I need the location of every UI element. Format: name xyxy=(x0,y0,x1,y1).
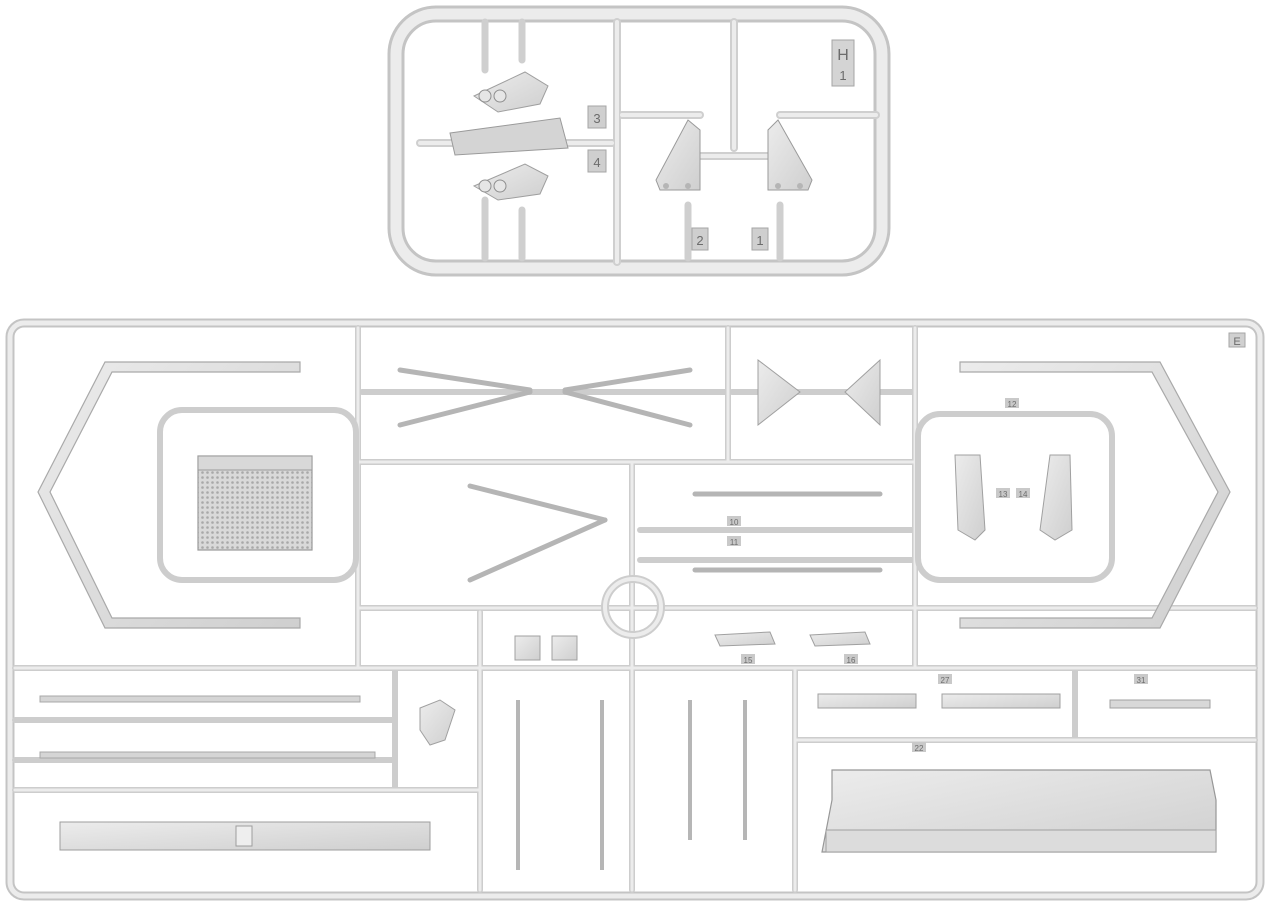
sprue-e-mesh-grille xyxy=(197,455,313,551)
sprue-h: 3 4 2 1 H 1 xyxy=(387,5,891,277)
part-number-12: 12 xyxy=(1008,400,1017,409)
part-number-2: 2 xyxy=(696,233,703,248)
sprue-e-number-tags: E 10 11 12 13 14 15 16 22 27 31 xyxy=(727,332,1246,753)
part-number-1: 1 xyxy=(756,233,763,248)
sprue-e-letter: E xyxy=(1233,336,1240,348)
sprue-e-rods xyxy=(397,367,883,583)
sprue-h-triangle-parts xyxy=(655,119,813,191)
part-number-11: 11 xyxy=(730,538,739,547)
sprue-h-marker: 1 xyxy=(839,68,846,83)
sprue-e-side-frame-left xyxy=(37,361,359,629)
part-number-3: 3 xyxy=(593,111,600,126)
sprue-e: E 10 11 12 13 14 15 16 22 27 31 xyxy=(5,318,1265,901)
sprue-h-number-tags: 3 4 2 1 H 1 xyxy=(587,39,855,251)
sprue-e-side-plates xyxy=(954,454,1073,541)
part-number-14: 14 xyxy=(1019,490,1028,499)
sprue-e-blade-part xyxy=(821,769,1217,853)
sprue-e-small-brackets xyxy=(419,631,1211,746)
sprue-h-letter: H xyxy=(837,47,849,64)
sprue-e-side-frame-right xyxy=(915,361,1231,629)
sprue-h-bracket-parts xyxy=(449,71,569,201)
sprue-e-long-bars xyxy=(39,695,431,851)
part-number-15: 15 xyxy=(744,656,753,665)
sprue-e-triangle-plates xyxy=(757,358,881,427)
part-number-27: 27 xyxy=(941,676,950,685)
part-number-16: 16 xyxy=(847,656,856,665)
part-number-31: 31 xyxy=(1137,676,1146,685)
sprue-e-ladder-parts xyxy=(516,700,747,870)
part-number-4: 4 xyxy=(593,155,600,170)
part-number-13: 13 xyxy=(999,490,1008,499)
part-number-22: 22 xyxy=(915,744,924,753)
part-number-10: 10 xyxy=(730,518,739,527)
